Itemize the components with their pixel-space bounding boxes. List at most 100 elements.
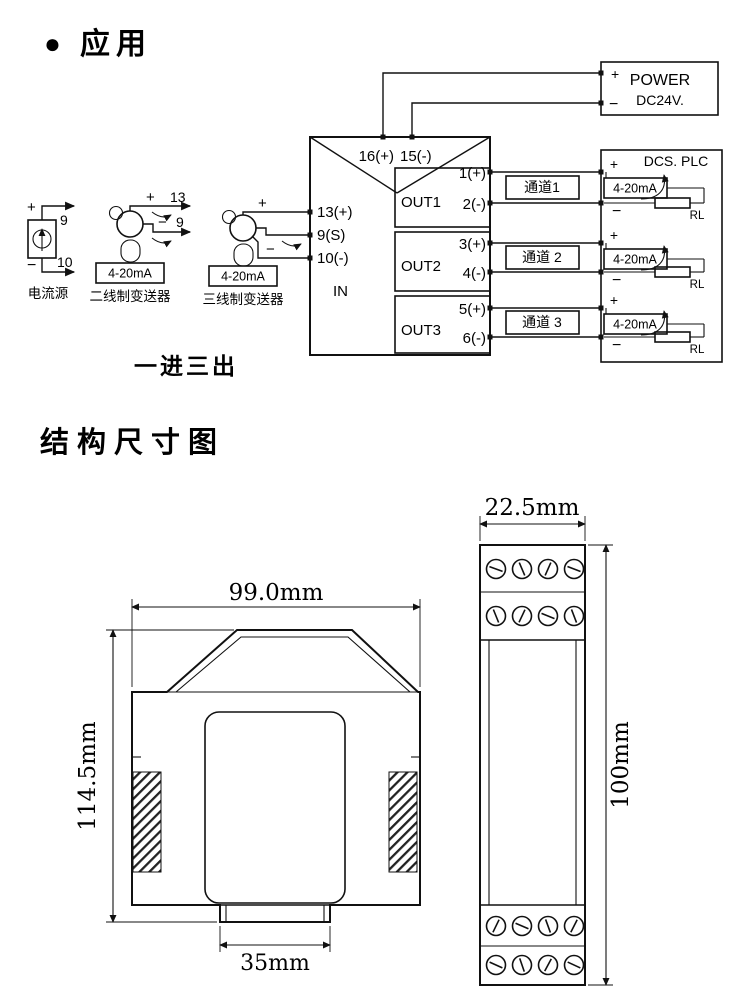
channel-wiring: 通道1 通道 2 通道 3 [490,171,601,338]
ch3-plus: + [610,292,618,308]
ch2-plus: + [610,227,618,243]
cs-wire-minus [41,258,76,277]
w2-loop-arrow-bottom [151,237,172,248]
front-grip-right [388,771,418,873]
w3-symbol [229,214,257,242]
cs-terminal-10: 10 [57,254,73,270]
w2-sensor-body [120,239,141,263]
dcs-channel2: + 4-20mA RL − [603,227,705,291]
cs-caption: 电流源 [28,286,69,301]
terminal-2: 2(-) [463,196,486,213]
terminal-13: 13(+) [317,204,352,221]
out1-box [394,167,491,228]
structure-title: 结构尺寸图 [40,426,225,459]
w3-wire-minus [251,235,310,259]
ch3-rl-label: RL [690,344,705,356]
dcs-title: DCS. PLC [644,153,709,169]
channel3-box [505,310,580,335]
terminal-screws [485,558,585,976]
w3-sensor-body [233,243,254,267]
terminal-9s: 9(S) [317,227,345,244]
cs-plus: + [27,199,36,216]
w2-minus: − [158,214,167,231]
power-plus: + [611,66,619,82]
out1-label: OUT1 [401,194,441,211]
w3-caption: 三线制变送器 [203,292,284,307]
ch1-meter-label: 4-20mA [613,182,657,196]
isolator-module: 16(+) 15(-) 13(+) 9(S) 10(-) IN OUT1 OUT… [309,136,491,356]
power-supply-box: POWER DC24V. + − [382,61,719,137]
side-view-drawing: 22.5mm 100mm [479,495,634,986]
terminal-5: 5(+) [459,301,486,318]
out3-label: OUT3 [401,322,441,339]
terminal-6: 6(-) [463,330,486,347]
terminal-dots [307,70,604,340]
dcs-plc-box: DCS. PLC + 4-20mA RL − + 4-20mA [600,149,723,363]
cs-terminal-9: 9 [60,212,68,228]
front-grip-left [132,771,162,873]
ch2-minus: − [612,272,621,289]
bullet-icon: ● [44,28,61,59]
channel1-label: 通道1 [524,179,560,195]
out2-box [394,231,491,292]
power-label: POWER [630,72,690,89]
ch1-minus: − [612,203,621,220]
ch2-meter-needle [640,245,669,271]
dcs-outline [600,149,723,363]
out2-label: OUT2 [401,258,441,275]
w3-range-box [208,265,278,287]
w2-terminal-13: 13 [170,189,186,205]
w3-wire-signal [256,227,310,236]
power-minus: − [609,96,618,113]
w3-minus: − [266,241,275,258]
channel2-label: 通道 2 [522,249,562,265]
side-width-dim: 22.5mm [485,495,580,521]
dcs-channel1: + 4-20mA RL − [603,156,705,222]
three-wire-transmitter: + − 4-20mA 三线制变送器 [203,195,310,307]
side-height-dim: 100mm [608,721,634,809]
cs-wire-plus [41,201,76,220]
w3-range-label: 4-20mA [221,270,265,284]
w2-plus: + [146,189,155,206]
w2-caption: 二线制变送器 [90,289,171,304]
ch1-load-resistor [654,197,691,209]
front-inner-top [175,636,411,693]
two-wire-transmitter: + 13 − 9 4-20mA 二线制变送器 [90,189,192,304]
front-height-dim: 114.5mm [75,721,101,831]
current-source: + − 9 10 电流源 [27,199,76,301]
power-wire-plus [382,72,601,137]
w3-symbol-small [221,209,237,225]
front-foot-dim: 35mm [240,951,310,976]
in-label: IN [333,283,348,300]
w2-wire-plus [129,201,192,211]
w3-loop-arrow [281,240,302,251]
ch3-meter-label: 4-20mA [613,318,657,332]
w3-plus: + [258,195,267,212]
ch2-rl-label: RL [690,279,705,291]
terminal-4: 4(-) [463,265,486,282]
power-wire-minus [411,102,601,137]
side-outline [479,544,586,986]
w2-loop-arrow-top [151,211,172,222]
front-label-window [204,711,346,904]
dcs-channel3: + 4-20mA RL − [603,292,705,356]
front-width-dim: 99.0mm [229,580,324,606]
channel3-label: 通道 3 [522,314,562,330]
ch1-meter-needle [640,174,669,200]
w2-symbol [116,210,144,238]
front-outline [131,629,421,923]
one-in-three-out-caption: 一进三出 [134,353,238,379]
ch1-plus: + [610,156,618,172]
w3-wire-plus [242,211,310,215]
terminal-3: 3(+) [459,236,486,253]
terminal-15: 15(-) [400,148,432,165]
cs-minus: − [27,257,36,274]
out3-box [394,295,491,354]
w2-symbol-small [108,205,124,221]
w2-terminal-9: 9 [176,214,184,230]
w2-range-box [95,262,165,284]
application-title: ● 应用 [44,27,146,61]
channel1-box [505,175,580,200]
terminal-10: 10(-) [317,250,349,267]
